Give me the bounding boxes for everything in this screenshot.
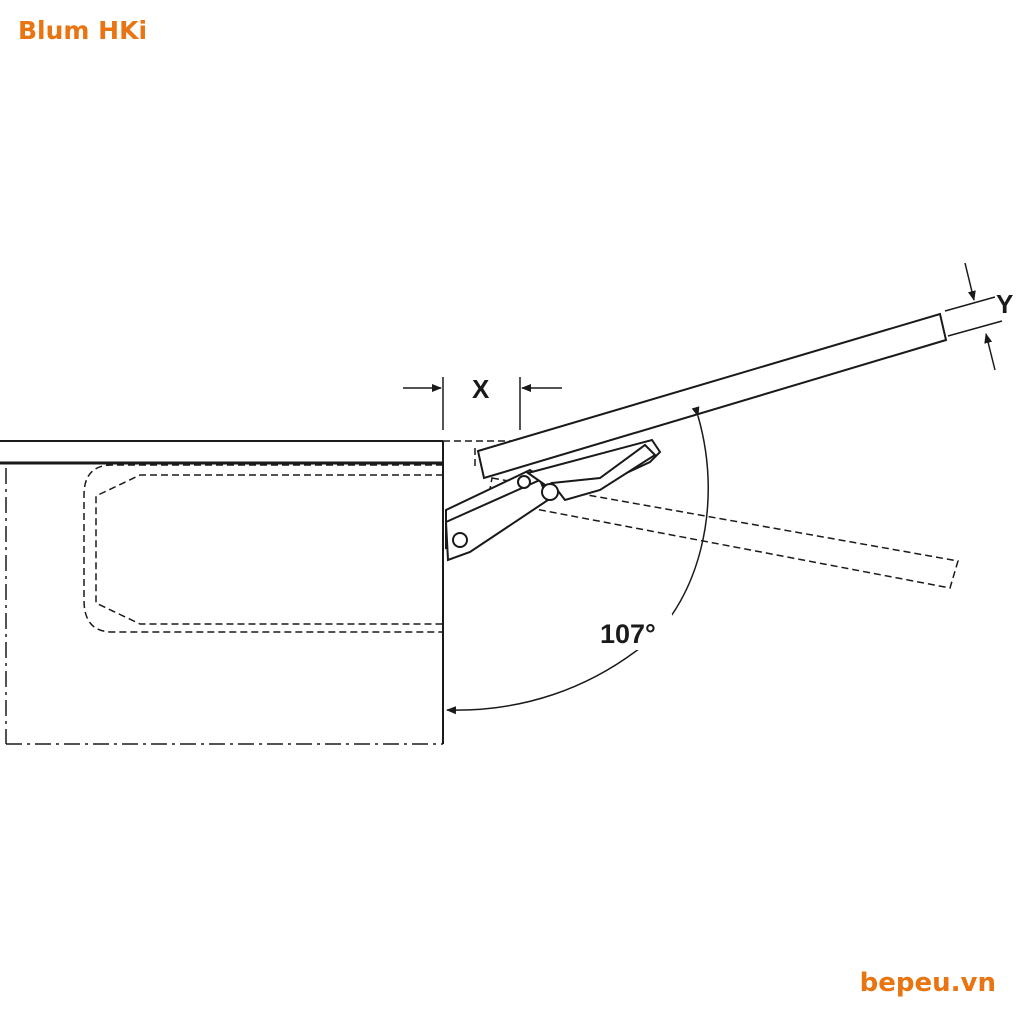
flap-open-position <box>476 312 948 480</box>
cabinet-outline <box>5 468 443 745</box>
y-dimension <box>944 262 1003 371</box>
y-dimension-label: Y <box>996 289 1013 319</box>
inner-hidden-outline <box>83 464 443 633</box>
brand-title: Blum HKi <box>18 16 148 45</box>
x-dimension-label: X <box>472 374 490 404</box>
opening-angle-label: 107° <box>600 619 656 649</box>
website-label: bepeu.vn <box>859 968 996 998</box>
cabinet-top-panel <box>0 440 443 465</box>
